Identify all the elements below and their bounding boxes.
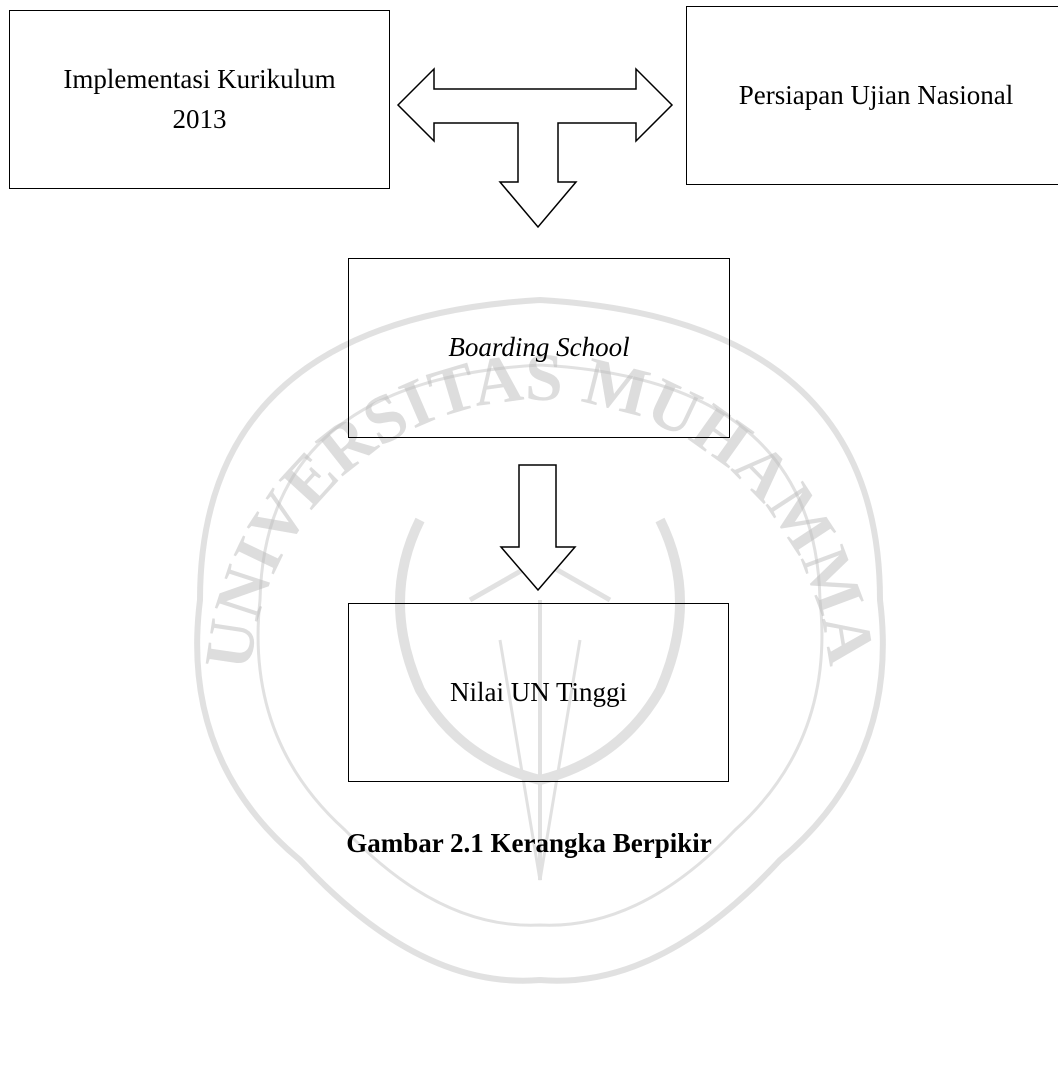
double-headed-t-arrow <box>396 67 674 229</box>
node-boarding-school: Boarding School <box>348 258 730 438</box>
node-persiapan-ujian: Persiapan Ujian Nasional <box>686 6 1058 185</box>
node-kurikulum-line-2: 2013 <box>172 103 227 134</box>
down-arrow-boarding-to-nilai <box>499 464 577 592</box>
node-boarding-label: Boarding School <box>448 332 630 363</box>
node-ujian-label: Persiapan Ujian Nasional <box>738 79 1014 110</box>
node-nilai-label: Nilai UN Tinggi <box>449 676 628 707</box>
node-nilai-un: Nilai UN Tinggi <box>348 603 729 782</box>
figure-caption: Gambar 2.1 Kerangka Berpikir <box>346 828 712 858</box>
node-kurikulum-line-1: Implementasi Kurikulum <box>63 64 336 95</box>
node-implementasi-kurikulum: Implementasi Kurikulum 2013 <box>9 10 390 189</box>
